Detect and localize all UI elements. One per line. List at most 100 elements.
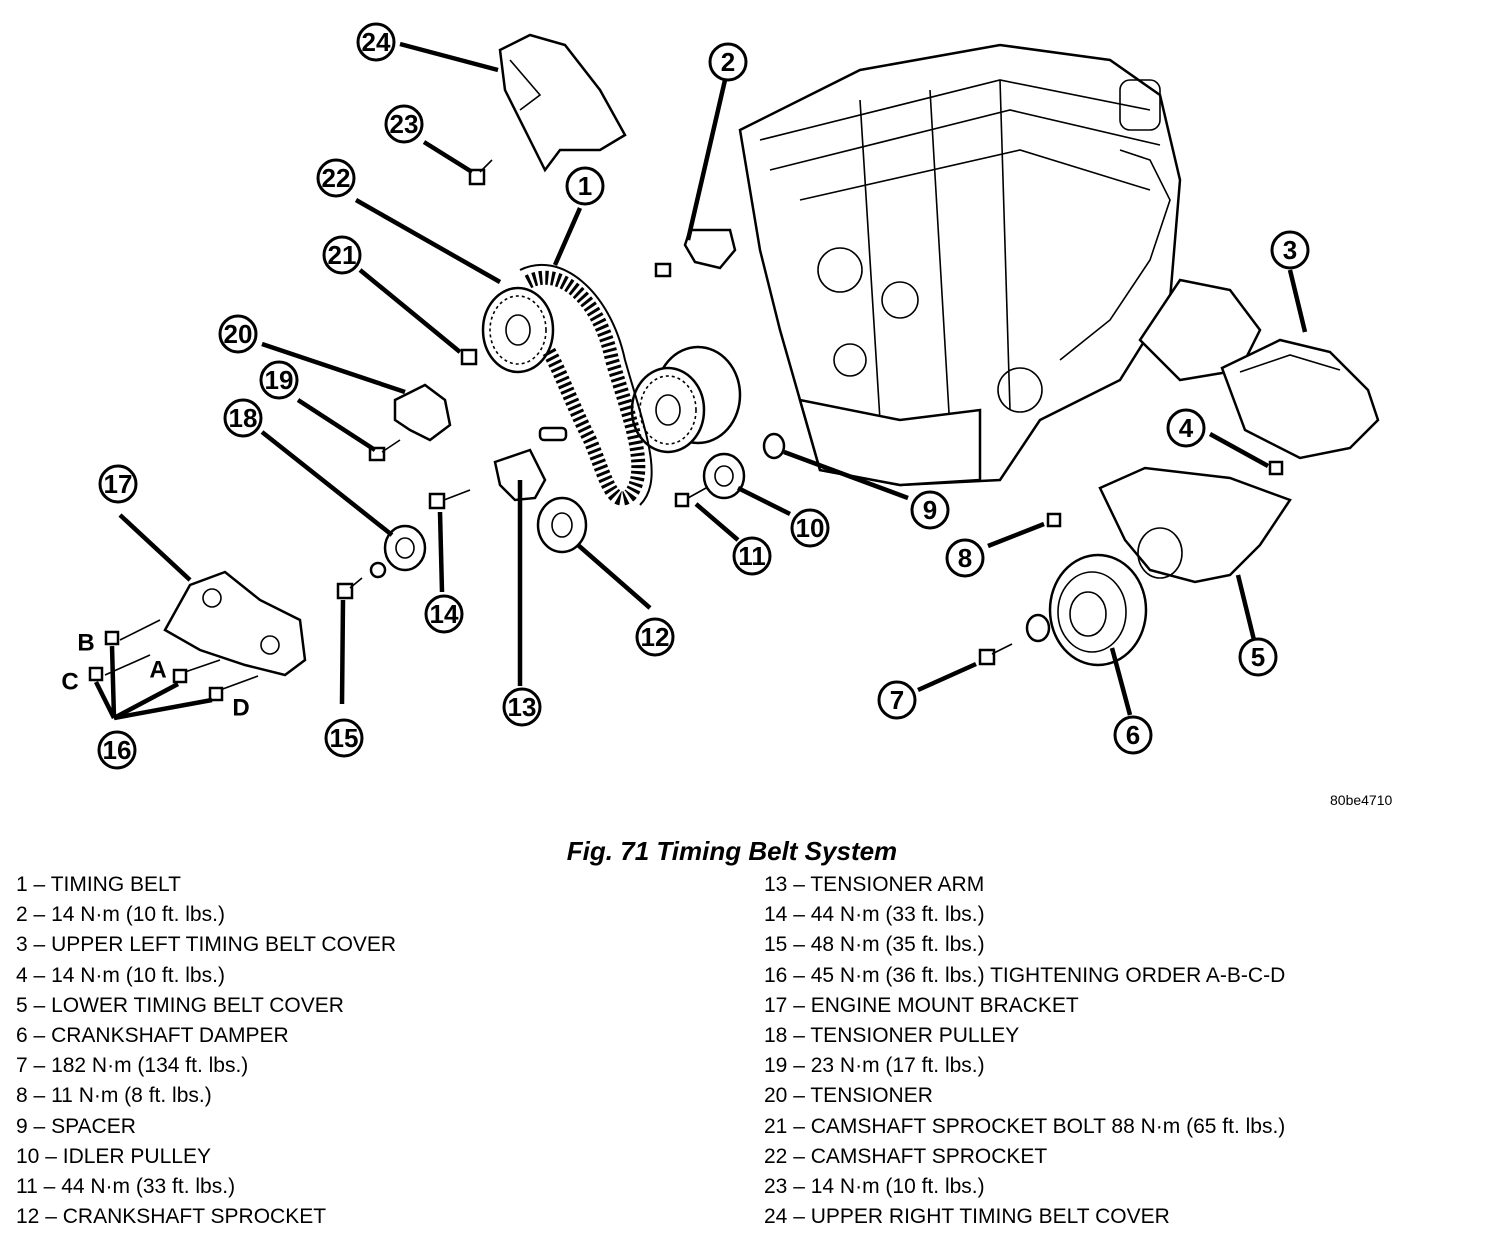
tensioner-20-part xyxy=(368,383,452,462)
callout-6: 6 xyxy=(1113,715,1153,755)
legend-item: 21 – CAMSHAFT SPROCKET BOLT 88 N·m (65 f… xyxy=(764,1112,1285,1142)
callout-21: 21 xyxy=(322,235,362,275)
svg-text:12: 12 xyxy=(641,622,670,652)
callout-3: 3 xyxy=(1270,230,1310,270)
legend-item: 11 – 44 N·m (33 ft. lbs.) xyxy=(16,1172,396,1202)
legend-label: CAMSHAFT SPROCKET xyxy=(810,1144,1048,1168)
legend-separator: – xyxy=(793,1054,805,1078)
legend-item: 24 – UPPER RIGHT TIMING BELT COVER xyxy=(764,1202,1285,1232)
legend-separator: – xyxy=(45,1205,57,1229)
legend-separator: – xyxy=(33,903,46,927)
legend-label: UPPER RIGHT TIMING BELT COVER xyxy=(810,1205,1170,1229)
callout-20: 20 xyxy=(218,314,258,354)
legend-number: 17 xyxy=(764,993,788,1017)
callout-13: 13 xyxy=(502,687,542,727)
legend-separator: – xyxy=(793,993,805,1017)
svg-text:22: 22 xyxy=(322,163,351,193)
legend-separator: – xyxy=(793,1084,805,1108)
engine-mount-bracket-17-part xyxy=(88,570,307,702)
legend-number: 9 xyxy=(16,1114,28,1138)
svg-text:7: 7 xyxy=(890,685,904,715)
svg-text:10: 10 xyxy=(796,513,825,543)
legend-item: 10 – IDLER PULLEY xyxy=(16,1142,396,1172)
svg-text:24: 24 xyxy=(362,27,391,57)
svg-text:19: 19 xyxy=(265,365,294,395)
svg-text:3: 3 xyxy=(1283,235,1297,265)
legend-item: 23 – 14 N·m (10 ft. lbs.) xyxy=(764,1172,1285,1202)
spacer-9-part xyxy=(762,432,786,460)
bolt-14-part xyxy=(428,489,471,510)
legend-separator: – xyxy=(793,1114,805,1138)
callout-17: 17 xyxy=(98,464,138,504)
legend-separator: – xyxy=(793,1175,805,1199)
legend-label: 44 N·m (33 ft. lbs.) xyxy=(810,903,985,927)
legend-number: 15 xyxy=(764,933,788,957)
callout-15: 15 xyxy=(324,718,364,758)
legend-item: 13 – TENSIONER ARM xyxy=(764,870,1285,900)
legend-item: 7 – 182 N·m (134 ft. lbs.) xyxy=(16,1051,396,1081)
callout-10: 10 xyxy=(790,508,830,548)
legend-label: SPACER xyxy=(51,1114,136,1138)
bolt-8-part xyxy=(1046,512,1062,528)
svg-text:9: 9 xyxy=(923,495,937,525)
legend-item: 16 – 45 N·m (36 ft. lbs.) TIGHTENING ORD… xyxy=(764,961,1285,991)
svg-text:23: 23 xyxy=(390,109,419,139)
legend-number: 7 xyxy=(16,1054,28,1078)
callout-14: 14 xyxy=(424,594,464,634)
legend-item: 18 – TENSIONER PULLEY xyxy=(764,1021,1285,1051)
legend-item: 9 – SPACER xyxy=(16,1112,396,1142)
legend-number: 14 xyxy=(764,903,788,927)
legend-number: 5 xyxy=(16,993,28,1017)
legend-item: 3 – UPPER LEFT TIMING BELT COVER xyxy=(16,930,396,960)
lower-cover-5-part xyxy=(1098,466,1292,584)
legend-label: 45 N·m (36 ft. lbs.) TIGHTENING ORDER A-… xyxy=(810,963,1286,987)
legend-separator: – xyxy=(33,1114,46,1138)
bracket-2-part xyxy=(654,228,737,278)
legend-number: 3 xyxy=(16,933,28,957)
svg-text:17: 17 xyxy=(104,469,133,499)
upper-left-cover-3-part xyxy=(1220,338,1380,460)
legend-separator: – xyxy=(33,873,46,896)
legend-label: CRANKSHAFT SPROCKET xyxy=(62,1205,327,1229)
callout-12: 12 xyxy=(635,617,675,657)
legend-label: UPPER LEFT TIMING BELT COVER xyxy=(51,933,397,957)
legend-number: 10 xyxy=(16,1144,40,1168)
legend-label: ENGINE MOUNT BRACKET xyxy=(810,993,1079,1017)
legend-number: 11 xyxy=(16,1175,38,1199)
legend-number: 13 xyxy=(764,873,788,896)
callout-11: 11 xyxy=(732,536,772,576)
legend-separator: – xyxy=(793,903,805,927)
legend-item: 2 – 14 N·m (10 ft. lbs.) xyxy=(16,900,396,930)
svg-text:13: 13 xyxy=(508,692,537,722)
legend-number: 23 xyxy=(764,1175,788,1199)
legend-label: 44 N·m (33 ft. lbs.) xyxy=(61,1175,236,1199)
legend-separator: – xyxy=(793,1024,805,1048)
legend-number: 6 xyxy=(16,1024,28,1048)
legend-separator: – xyxy=(793,933,805,957)
legend-separator: – xyxy=(33,1024,46,1048)
callout-16: 16 xyxy=(97,730,137,770)
svg-text:1: 1 xyxy=(578,171,592,201)
callout-9: 9 xyxy=(910,490,950,530)
legend-separator: – xyxy=(33,993,46,1017)
legend-item: 17 – ENGINE MOUNT BRACKET xyxy=(764,991,1285,1021)
figure-title: Fig. 71 Timing Belt System xyxy=(566,836,898,866)
callout-8: 8 xyxy=(945,538,985,578)
legend-right: 13 – TENSIONER ARM 14 – 44 N·m (33 ft. lb… xyxy=(764,870,1285,1232)
legend-item: 15 – 48 N·m (35 ft. lbs.) xyxy=(764,930,1285,960)
callout-19: 19 xyxy=(259,360,299,400)
legend-label: CAMSHAFT SPROCKET BOLT 88 N·m (65 ft. lb… xyxy=(810,1114,1286,1138)
legend-item: 5 – LOWER TIMING BELT COVER xyxy=(16,991,396,1021)
legend-separator: – xyxy=(33,1084,46,1108)
letter-c: C xyxy=(61,669,78,696)
callout-7: 7 xyxy=(877,680,917,720)
legend-label: 14 N·m (10 ft. lbs.) xyxy=(51,963,225,987)
tensioner-arm-13-part xyxy=(493,426,568,502)
legend-number: 19 xyxy=(764,1054,788,1078)
legend-item: 4 – 14 N·m (10 ft. lbs.) xyxy=(16,961,396,991)
legend-label: 11 N·m (8 ft. lbs.) xyxy=(51,1084,212,1108)
legend-separator: – xyxy=(33,1054,46,1078)
legend-item: 19 – 23 N·m (17 ft. lbs.) xyxy=(764,1051,1285,1081)
idler-pulley-10-part xyxy=(702,452,746,500)
